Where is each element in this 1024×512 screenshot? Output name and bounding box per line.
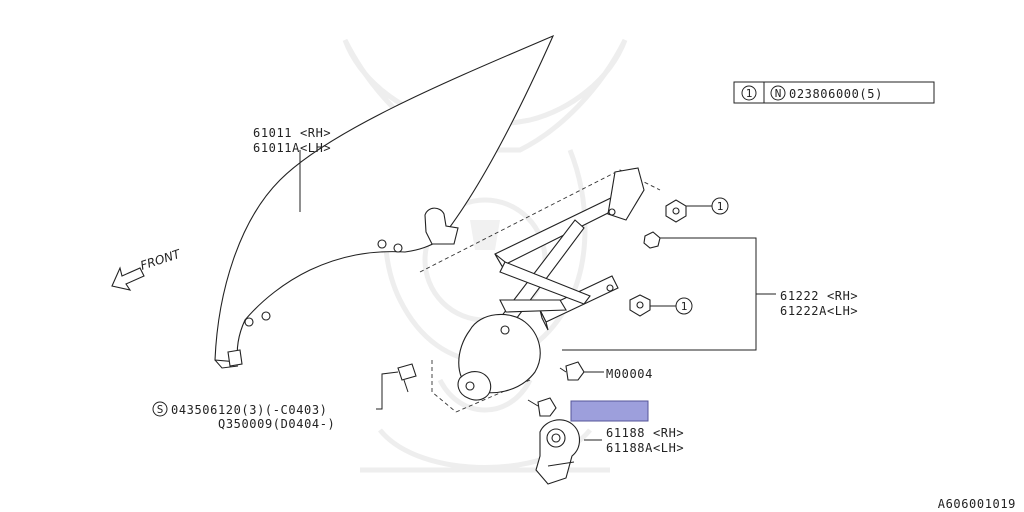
label-glass-rh: 61011 <RH>	[253, 126, 331, 140]
nut-lower	[629, 294, 651, 317]
label-bolt-m: M00004	[606, 367, 653, 381]
bolt-s-labels: S 043506120(3)(-C0403) Q350009(D0404-)	[152, 401, 335, 431]
note-symbol: N	[775, 87, 782, 100]
bolt-motor	[527, 397, 557, 417]
note-code: 023806000(5)	[789, 87, 883, 101]
callout-1-upper: 1	[711, 197, 729, 215]
window-regulator	[457, 167, 645, 401]
regulator-motor	[535, 419, 581, 485]
note-ref-number: 1	[746, 87, 753, 100]
front-label: FRONT	[139, 246, 184, 272]
bolt-s	[397, 363, 417, 393]
label-motor-lh: 61188A<LH>	[606, 441, 684, 455]
bolt-m00004	[559, 361, 585, 381]
front-arrow: FRONT	[111, 246, 184, 291]
label-bolt-s2: Q350009(D0404-)	[218, 417, 335, 431]
callout-1-lower-text: 1	[681, 300, 688, 313]
leader-lines	[376, 205, 776, 441]
bolt-s-symbol: S	[157, 403, 164, 416]
highlight-box	[570, 400, 649, 422]
label-regulator-rh: 61222 <RH>	[780, 289, 858, 303]
nut-upper	[665, 199, 687, 223]
callout-1-upper-text: 1	[717, 200, 724, 213]
label-bolt-s1: 043506120(3)(-C0403)	[171, 403, 328, 417]
callout-1-lower: 1	[675, 297, 693, 315]
diagram-id: A606001019	[938, 497, 1016, 511]
door-glass	[214, 34, 555, 369]
label-motor-rh: 61188 <RH>	[606, 426, 684, 440]
label-regulator-lh: 61222A<LH>	[780, 304, 858, 318]
nut-middle	[643, 231, 661, 249]
note-box: 1 N 023806000(5)	[733, 81, 935, 104]
label-glass-lh: 61011A<LH>	[253, 141, 331, 155]
